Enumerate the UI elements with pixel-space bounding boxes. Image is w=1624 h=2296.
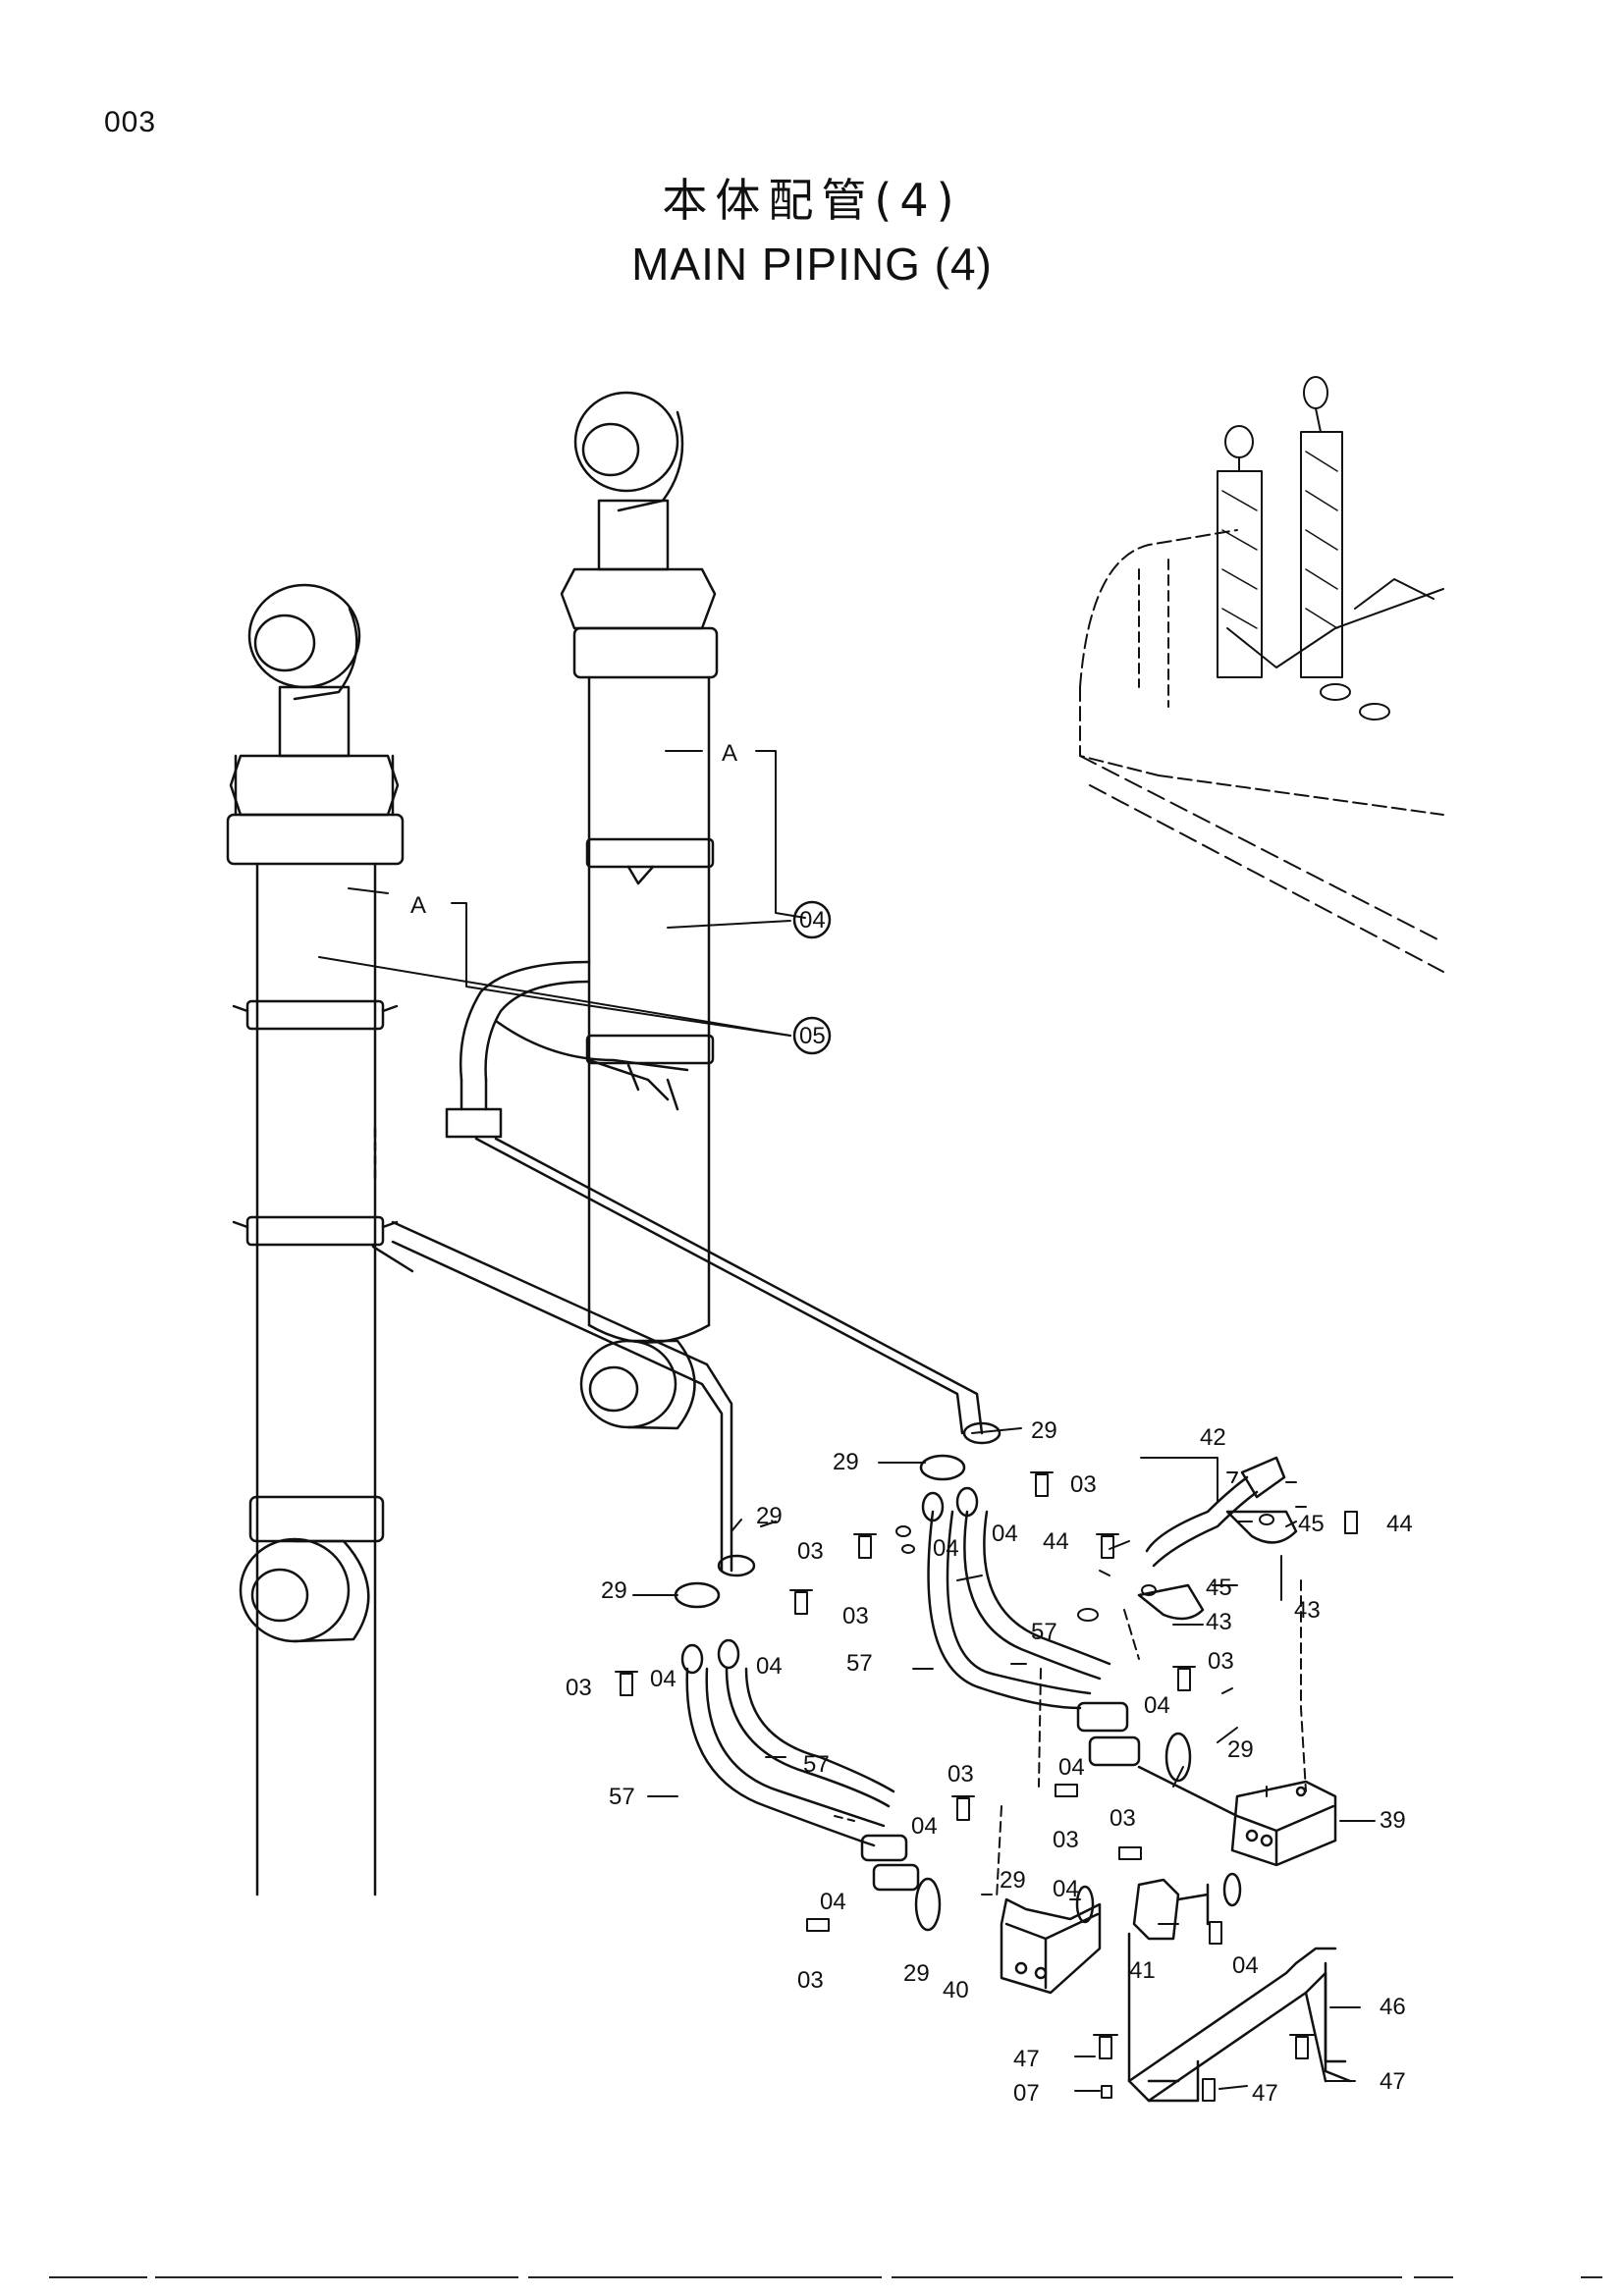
callout-label: 04 [1232, 1952, 1259, 1979]
callout-label: 47 [1013, 2046, 1040, 2072]
title-block: 本体配管(4) MAIN PIPING (4) [0, 165, 1624, 291]
callout-label: 04 [1144, 1692, 1170, 1719]
footer-rule [528, 2276, 882, 2278]
callout-label: 43 [1206, 1609, 1232, 1635]
callout-label: 57 [803, 1751, 830, 1778]
callout-label: 40 [943, 1977, 969, 2003]
callout-label: 04 [992, 1521, 1018, 1547]
footer-rule [155, 2276, 518, 2278]
callout-label: 57 [1031, 1619, 1057, 1645]
callout-label: 04 [756, 1653, 783, 1680]
callout-label: 03 [1208, 1648, 1234, 1675]
callout-circle-05 [792, 1016, 832, 1055]
callout-label: 46 [1380, 1994, 1406, 2020]
callout-label: 45 [1298, 1511, 1325, 1537]
page-title: MAIN PIPING (4) [631, 239, 993, 290]
callout-label: 41 [1129, 1957, 1156, 1984]
callout-label: 57 [609, 1784, 635, 1810]
callout-label: 44 [1386, 1511, 1413, 1537]
part-number-labels: A A 04 05 29 29 29 29 29 29 29 03 03 03 … [410, 740, 1413, 2107]
callout-label: 03 [797, 1967, 824, 1994]
machine-location-inset [1079, 376, 1444, 973]
crossover-pipes [371, 960, 984, 1573]
callout-label: 03 [947, 1761, 974, 1788]
left-boom-cylinder [226, 583, 405, 1896]
callout-label: 04 [1053, 1876, 1079, 1902]
footer-rule [1414, 2276, 1453, 2278]
bolts-and-seals [615, 1471, 1358, 2102]
callout-label: 47 [1252, 2080, 1278, 2107]
callout-label: 03 [1070, 1471, 1097, 1498]
footer-rule [1581, 2276, 1602, 2278]
callout-label: 29 [833, 1449, 859, 1475]
leader-lines [318, 750, 1376, 2092]
callout-label: 04 [799, 907, 826, 934]
footer-rule [49, 2276, 147, 2278]
page-number: 003 [104, 106, 157, 138]
callout-label: 42 [1200, 1424, 1226, 1451]
callout-label: 04 [1058, 1754, 1085, 1781]
right-boom-cylinder [560, 391, 719, 1430]
callout-label: 05 [799, 1023, 826, 1049]
callout-label: 29 [756, 1503, 783, 1529]
callout-label: 03 [1053, 1827, 1079, 1853]
footer-rule [892, 2276, 1402, 2278]
callout-label: 29 [1000, 1867, 1026, 1894]
page-title-japanese: 本体配管(4) [662, 174, 962, 227]
callout-label: 04 [911, 1813, 938, 1840]
hose-assemblies [685, 1456, 1286, 1847]
callout-label: 03 [842, 1603, 869, 1629]
callout-label: 29 [1227, 1736, 1254, 1763]
callout-label: 57 [846, 1650, 873, 1677]
callout-label: 04 [650, 1666, 677, 1692]
callout-label: 44 [1043, 1528, 1069, 1555]
callout-label: 04 [933, 1535, 959, 1562]
callout-label: 03 [566, 1675, 592, 1701]
callout-label: 29 [903, 1960, 930, 1987]
callout-label: 45 [1206, 1575, 1232, 1601]
callout-label: 29 [1031, 1417, 1057, 1444]
callout-label: 43 [1294, 1597, 1321, 1624]
callout-label: 39 [1380, 1807, 1406, 1834]
callout-label: 29 [601, 1577, 627, 1604]
callout-label: 04 [820, 1889, 846, 1915]
callout-label: 03 [797, 1538, 824, 1565]
callout-label: 03 [1110, 1805, 1136, 1832]
callout-circle-04 [792, 900, 832, 939]
callout-label: A [722, 740, 737, 767]
callout-label: 47 [1380, 2068, 1406, 2095]
callout-label: A [410, 892, 426, 919]
fittings-and-blocks [674, 1421, 1352, 2103]
callout-label: 07 [1013, 2080, 1040, 2107]
